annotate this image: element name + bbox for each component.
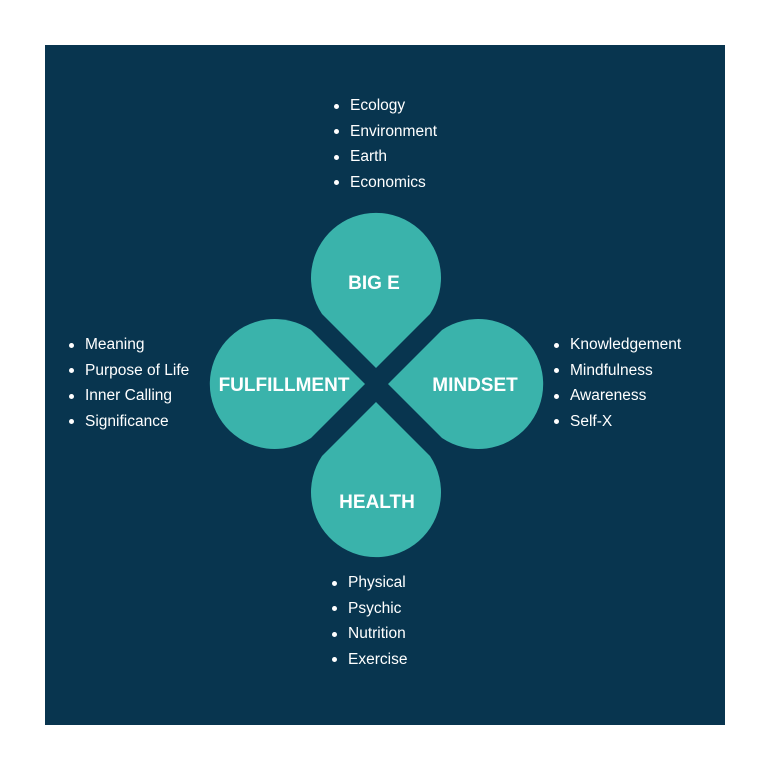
petal-fulfillment [209, 318, 365, 449]
list-item: Environment [331, 119, 437, 145]
big-e-list: Ecology Environment Earth Economics [331, 93, 437, 195]
list-item: Purpose of Life [66, 358, 189, 384]
petal-big-e [311, 212, 442, 368]
list-item: Psychic [329, 596, 407, 622]
diagram-background [45, 45, 725, 725]
list-item: Inner Calling [66, 383, 189, 409]
list-item: Mindfulness [551, 358, 681, 384]
list-item: Meaning [66, 332, 189, 358]
petal-label-health: HEALTH [339, 492, 415, 513]
list-item: Significance [66, 409, 189, 435]
fulfillment-list: Meaning Purpose of Life Inner Calling Si… [66, 332, 189, 434]
list-item: Economics [331, 170, 437, 196]
mindset-list: Knowledgement Mindfulness Awareness Self… [551, 332, 681, 434]
list-item: Self-X [551, 409, 681, 435]
list-item: Ecology [331, 93, 437, 119]
list-item: Earth [331, 144, 437, 170]
petal-label-big-e: BIG E [348, 273, 400, 294]
petal-label-mindset: MINDSET [432, 375, 518, 396]
list-item: Nutrition [329, 621, 407, 647]
list-item: Knowledgement [551, 332, 681, 358]
list-item: Physical [329, 570, 407, 596]
petal-label-fulfillment: FULFILLMENT [219, 375, 350, 396]
petal-health [311, 402, 441, 558]
health-list: Physical Psychic Nutrition Exercise [329, 570, 407, 672]
list-item: Awareness [551, 383, 681, 409]
list-item: Exercise [329, 647, 407, 673]
petal-mindset [388, 318, 544, 449]
